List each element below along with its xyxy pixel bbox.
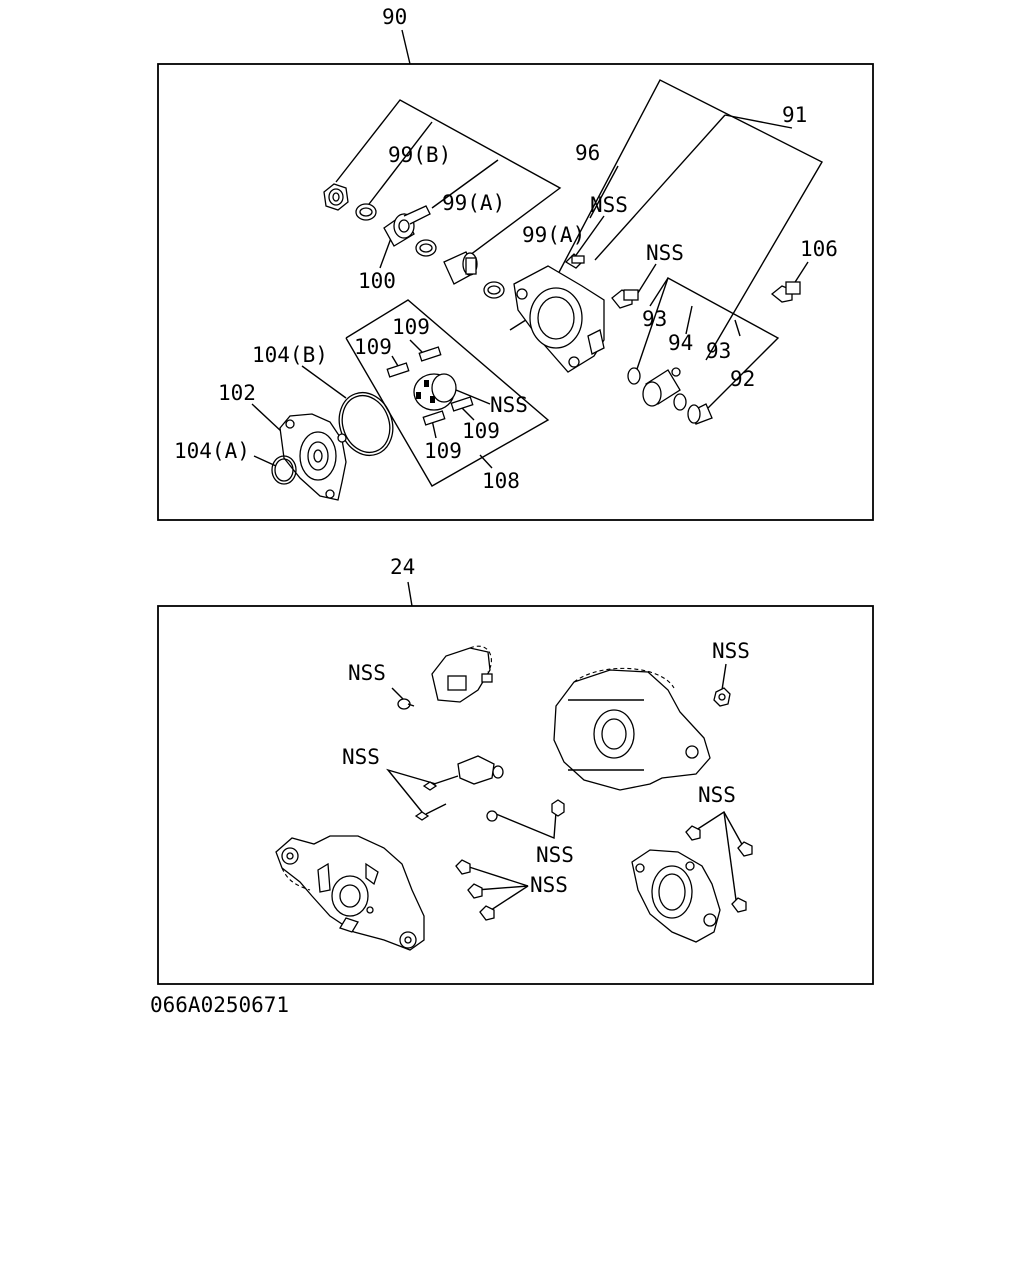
label-102: 102 [218,381,256,405]
part-nss-bolt-d [486,810,498,822]
label-94: 94 [668,331,693,355]
label-108: 108 [482,469,520,493]
part-92-bolt [687,403,713,425]
part-regulator [431,645,493,703]
label-nss-e: NSS [536,843,574,867]
callout-24: 24 [390,555,415,579]
label-109-4: 109 [424,439,462,463]
callout-24-leader [407,581,413,607]
top-leader-lines [251,79,823,487]
label-109-3: 109 [462,419,500,443]
bottom-leader-lines [386,663,745,913]
part-99a-ring-1 [415,239,437,257]
part-96-housing [513,265,605,373]
part-front-housing [275,835,425,951]
part-104b-oring [338,391,394,457]
part-93-washer-1 [627,367,641,385]
label-nss-a: NSS [348,661,386,685]
part-nss-bolt-c2 [414,803,447,821]
label-99b: 99(B) [388,143,451,167]
label-nss-1: NSS [590,193,628,217]
part-94-bushing [642,367,681,407]
part-106-bolt [770,281,801,303]
label-99a-1: 99(A) [442,191,505,215]
part-99b-nut [323,183,349,211]
bottom-panel: 24 [157,555,874,985]
part-connector [457,755,504,785]
part-nss-nut-d [551,799,565,817]
label-100: 100 [358,269,396,293]
part-nss-bolt-1 [564,253,585,269]
part-nss-nut-b [713,687,731,707]
part-99b-ring [355,203,377,221]
part-nss-bolt-2 [611,289,639,309]
label-109-1: 109 [392,315,430,339]
part-108-assembly [386,346,474,426]
part-102-cover [279,413,347,501]
label-nss-3: NSS [490,393,528,417]
part-nss-screw-f1 [685,825,701,841]
part-nss-bolt-c1 [422,775,459,791]
label-96: 96 [575,141,600,165]
part-100-bushing [383,205,431,247]
part-93-washer-2 [673,393,687,411]
part-104a-oring [271,455,297,485]
part-99a-fitting [443,251,478,285]
label-nss-c: NSS [342,745,380,769]
label-93-2: 93 [706,339,731,363]
label-nss-d: NSS [698,783,736,807]
label-93-1: 93 [642,307,667,331]
part-nss-screw-a [397,698,415,710]
label-92: 92 [730,367,755,391]
top-panel: 90 [157,5,874,521]
part-rear-housing [553,667,711,791]
label-nss-2: NSS [646,241,684,265]
part-99a-ring-2 [483,281,505,299]
top-frame [157,63,874,521]
part-bearing-plate [631,849,721,943]
bottom-frame [157,605,874,985]
label-104b: 104(B) [252,343,328,367]
callout-90-leader [401,29,411,65]
part-nss-screw-f3 [731,897,747,913]
label-104a: 104(A) [174,439,250,463]
part-nss-screw-e3 [479,905,495,921]
label-109-2: 109 [354,335,392,359]
drawing-code: 066A0250671 [150,993,289,1017]
part-nss-screw-e1 [455,859,471,875]
label-91: 91 [782,103,807,127]
part-nss-screw-e2 [467,883,483,899]
label-nss-b: NSS [712,639,750,663]
callout-90: 90 [382,5,407,29]
label-99a-2: 99(A) [522,223,585,247]
label-106: 106 [800,237,838,261]
label-nss-f: NSS [530,873,568,897]
part-nss-screw-f2 [737,841,753,857]
